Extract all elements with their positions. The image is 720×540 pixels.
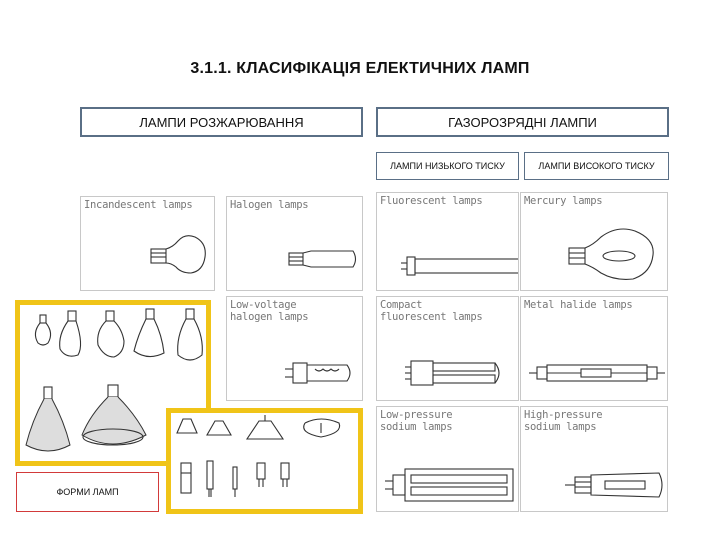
lamp-forms-label-box: ФОРМИ ЛАМП: [16, 472, 159, 512]
halogen-capsule-icon-1: [180, 462, 192, 494]
low-pressure-sodium-lamp-icon: [385, 468, 514, 502]
large-reflector-icon: [81, 384, 147, 446]
category-discharge: ГАЗОРОЗРЯДНІ ЛАМПИ: [376, 107, 669, 137]
halogen-capsule-icon-3: [232, 466, 238, 497]
panel-metal-halide-label: Metal halide lamps: [524, 299, 633, 311]
pear-bulb-icon: [59, 310, 82, 357]
lamp-forms-label: ФОРМИ ЛАМП: [56, 487, 119, 497]
subcategory-low-pressure: ЛАМПИ НИЗЬКОГО ТИСКУ: [376, 152, 519, 180]
panel-compact-fluorescent: Compact fluorescent lamps: [376, 296, 519, 401]
panel-high-pressure-sodium: High-pressure sodium lamps: [520, 406, 668, 512]
panel-low-pressure-sodium-label: Low-pressure sodium lamps: [380, 409, 453, 433]
halogen-capsule-icon-5: [280, 462, 290, 487]
panel-mercury-label: Mercury lamps: [524, 195, 603, 207]
panel-incandescent: Incandescent lamps: [80, 196, 215, 291]
par-lamp-icon: [25, 386, 71, 452]
halogen-shapes-highlight-box: [166, 408, 363, 514]
large-halogen-reflector-icon: [303, 418, 341, 438]
category-discharge-label: ГАЗОРОЗРЯДНІ ЛАМПИ: [448, 114, 597, 130]
small-bulb-icon: [34, 314, 52, 346]
halogen-capsule-icon-2: [206, 460, 214, 497]
panel-halogen: Halogen lamps: [226, 196, 363, 291]
slide-title: 3.1.1. КЛАСИФІКАЦІЯ ЕЛЕКТИЧНИХ ЛАМП: [190, 60, 530, 77]
panel-low-voltage-halogen-label: Low-voltage halogen lamps: [230, 299, 309, 323]
metal-halide-lamp-icon: [529, 364, 665, 382]
halogen-capsule-icon-4: [256, 462, 266, 487]
panel-metal-halide: Metal halide lamps: [520, 296, 668, 401]
panel-high-pressure-sodium-label: High-pressure sodium lamps: [524, 409, 603, 433]
lamp-shapes-icons: [25, 308, 203, 452]
panel-mercury: Mercury lamps: [520, 192, 668, 291]
panel-fluorescent: Fluorescent lamps: [376, 192, 519, 291]
subcategory-low-pressure-label: ЛАМПИ НИЗЬКОГО ТИСКУ: [390, 161, 505, 171]
ar111-icon: [245, 415, 285, 440]
mercury-lamp-icon: [568, 228, 654, 280]
r-bulb-icon: [177, 308, 203, 361]
halogen-lamp-icon: [288, 250, 357, 268]
subcategory-high-pressure: ЛАМПИ ВИСОКОГО ТИСКУ: [524, 152, 669, 180]
panel-fluorescent-label: Fluorescent lamps: [380, 195, 483, 207]
mr16-icon: [176, 418, 198, 434]
panel-low-voltage-halogen: Low-voltage halogen lamps: [226, 296, 363, 401]
low-voltage-halogen-lamp-icon: [285, 362, 351, 384]
halogen-shapes-icons: [176, 415, 341, 497]
compact-fluorescent-lamp-icon: [405, 360, 500, 386]
subcategory-high-pressure-label: ЛАМПИ ВИСОКОГО ТИСКУ: [538, 161, 655, 171]
panel-halogen-label: Halogen lamps: [230, 199, 309, 211]
incandescent-lamp-icon: [150, 235, 206, 274]
reflector-bulb-icon: [133, 308, 165, 358]
fluorescent-tube-icon: [401, 256, 518, 276]
globe-bulb-icon: [97, 310, 125, 358]
panel-low-pressure-sodium: Low-pressure sodium lamps: [376, 406, 519, 512]
mr11-icon: [206, 420, 232, 436]
high-pressure-sodium-lamp-icon: [565, 472, 663, 498]
category-incandescent-label: ЛАМПИ РОЗЖАРЮВАННЯ: [139, 114, 304, 130]
category-incandescent: ЛАМПИ РОЗЖАРЮВАННЯ: [80, 107, 363, 137]
panel-incandescent-label: Incandescent lamps: [84, 199, 193, 211]
panel-compact-fluorescent-label: Compact fluorescent lamps: [380, 299, 483, 323]
